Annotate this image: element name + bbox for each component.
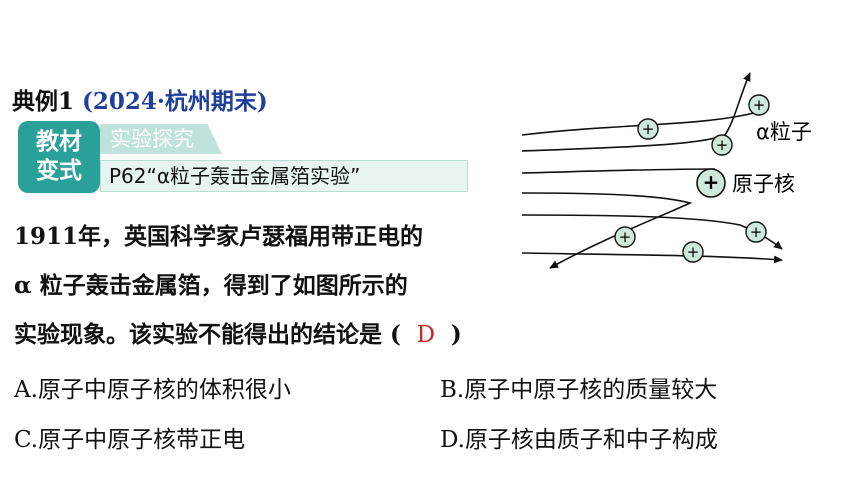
option-c: C.原子中原子核带正电: [14, 427, 246, 453]
question-line-3: 实验现象。该实验不能得出的结论是 ( D): [14, 315, 462, 349]
option-b: B.原子中原子核的质量较大: [440, 377, 718, 403]
trajectory-near-straight: [521, 168, 716, 174]
nucleus-label: 原子核: [732, 172, 795, 196]
badge-line-2: 变式: [36, 158, 82, 184]
trajectory-steep-up: [521, 72, 751, 152]
svg-text:+: +: [703, 170, 720, 194]
svg-text:+: +: [753, 96, 766, 114]
alpha-scattering-figure: + + + + + + + α粒子 原子核: [521, 72, 812, 269]
svg-text:+: +: [642, 120, 655, 138]
alpha-particle-label: α粒子: [756, 120, 812, 144]
alpha-particle: +: [711, 134, 733, 156]
textbook-variant-badge: 教材 变式: [18, 121, 100, 193]
option-d: D.原子核由质子和中子构成: [440, 427, 718, 453]
alpha-particle: +: [637, 118, 659, 140]
trajectory-deflected-up: [521, 108, 766, 136]
question-prompt: 实验现象。该实验不能得出的结论是 (: [14, 321, 401, 348]
badge-line-1: 教材: [36, 129, 82, 155]
alpha-particle: +: [745, 221, 767, 243]
alpha-particle: +: [748, 94, 770, 116]
svg-text:+: +: [716, 136, 729, 154]
option-a: A.原子中原子核的体积很小: [14, 377, 291, 403]
category-tag: 实验探究: [100, 124, 222, 154]
question-line-2: α 粒子轰击金属箔，得到了如图所示的: [14, 272, 408, 299]
question-line-1: 1911年，英国科学家卢瑟福用带正电的: [14, 223, 424, 250]
example-heading: 典例1 (2024·杭州期末): [12, 82, 268, 116]
svg-text:+: +: [619, 228, 632, 246]
answer-choice: D: [416, 322, 436, 348]
reference-tag: P62“α粒子轰击金属箔实验”: [100, 160, 468, 192]
alpha-particle: +: [682, 241, 704, 263]
svg-text:+: +: [687, 243, 700, 261]
example-label: 典例1: [12, 88, 75, 115]
alpha-particle: +: [614, 226, 636, 248]
example-source: (2024·杭州期末): [82, 88, 268, 115]
trajectory-backscatter: [521, 192, 693, 269]
trajectory-bottom-straight: [521, 252, 783, 264]
trajectory-deflected-down: [521, 214, 783, 250]
question-close-paren: ): [450, 321, 462, 348]
svg-text:+: +: [750, 223, 763, 241]
atomic-nucleus: +: [696, 168, 726, 198]
